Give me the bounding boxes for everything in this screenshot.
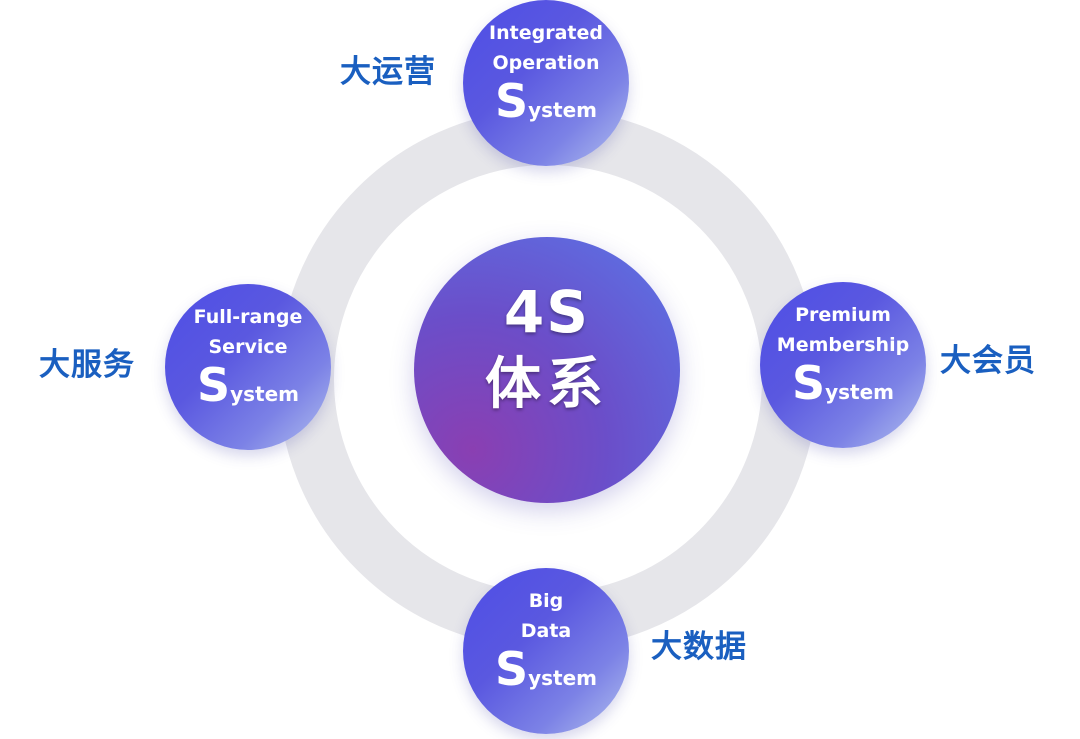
system-rest: ystem: [230, 382, 300, 406]
system-initial: S: [196, 358, 231, 412]
node-big-data: Big Data System: [463, 568, 629, 734]
node-integrated-operation-line2: Operation: [492, 52, 600, 74]
label-integrated-operation: 大运营: [340, 54, 436, 90]
node-full-range-service-line2: Service: [208, 336, 288, 358]
node-premium-membership-system: System: [760, 360, 926, 406]
node-big-data-line1: Big: [528, 590, 564, 612]
node-full-range-service: Full-range Service System: [165, 284, 331, 450]
system-initial: S: [791, 356, 826, 410]
label-big-data: 大数据: [651, 629, 747, 665]
label-full-range-service: 大服务: [39, 347, 135, 383]
node-full-range-service-system: System: [165, 362, 331, 408]
system-rest: ystem: [528, 666, 598, 690]
node-integrated-operation-system: System: [463, 78, 629, 124]
node-premium-membership-line1: Premium: [795, 304, 891, 326]
node-big-data-line2: Data: [520, 620, 572, 642]
label-premium-membership: 大会员: [940, 343, 1036, 379]
system-initial: S: [494, 74, 529, 128]
system-initial: S: [494, 642, 529, 696]
node-full-range-service-line1: Full-range: [193, 306, 303, 328]
center-subtitle: 体系: [485, 352, 609, 417]
center-circle-4s-system: 4S 体系: [414, 237, 680, 503]
system-rest: ystem: [825, 380, 895, 404]
node-premium-membership-line2: Membership: [776, 334, 910, 356]
center-title: 4S: [503, 278, 591, 346]
node-integrated-operation: Integrated Operation System: [463, 0, 629, 166]
node-big-data-system: System: [463, 646, 629, 692]
node-integrated-operation-line1: Integrated: [489, 22, 603, 44]
system-rest: ystem: [528, 98, 598, 122]
node-premium-membership: Premium Membership System: [760, 282, 926, 448]
